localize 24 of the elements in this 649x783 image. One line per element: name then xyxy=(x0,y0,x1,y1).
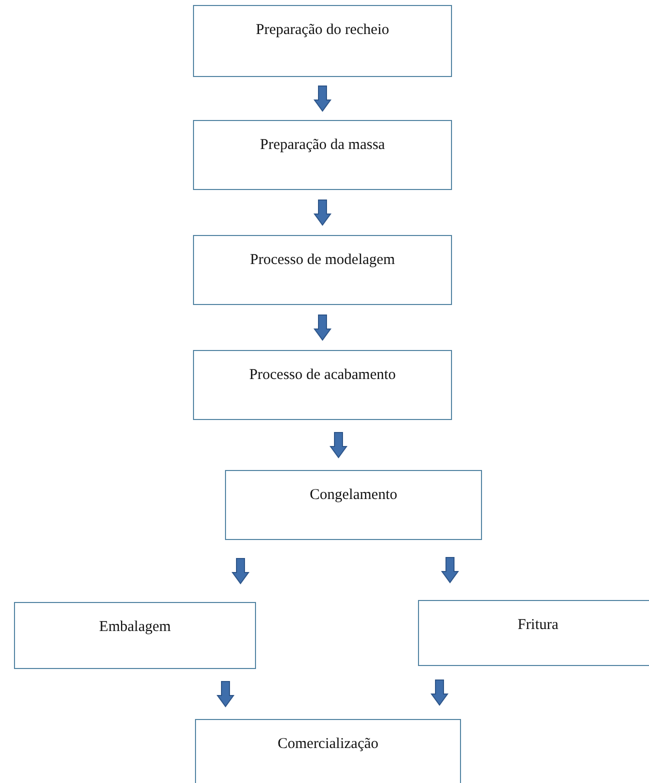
process-box xyxy=(193,350,452,420)
block-arrow xyxy=(441,557,459,584)
step-label: Comercialização xyxy=(278,736,378,753)
block-arrow xyxy=(330,432,348,458)
process-box xyxy=(193,120,452,190)
block-arrow xyxy=(314,200,332,226)
step-label: Fritura xyxy=(518,617,558,634)
step-label: Congelamento xyxy=(310,487,398,504)
step-label: Preparação da massa xyxy=(260,137,385,154)
block-arrow xyxy=(314,314,332,341)
process-box xyxy=(225,470,482,540)
process-box xyxy=(193,235,452,305)
block-arrow xyxy=(232,558,250,584)
process-box xyxy=(195,719,461,783)
step-label: Preparação do recheio xyxy=(256,22,390,39)
step-label: Embalagem xyxy=(99,619,171,636)
block-arrow xyxy=(430,680,448,706)
block-arrow xyxy=(216,681,234,708)
process-box xyxy=(418,600,649,666)
block-arrow xyxy=(314,86,332,112)
process-box xyxy=(14,602,256,669)
process-box xyxy=(193,5,452,77)
step-label: Processo de acabamento xyxy=(249,367,396,384)
step-label: Processo de modelagem xyxy=(250,252,395,269)
